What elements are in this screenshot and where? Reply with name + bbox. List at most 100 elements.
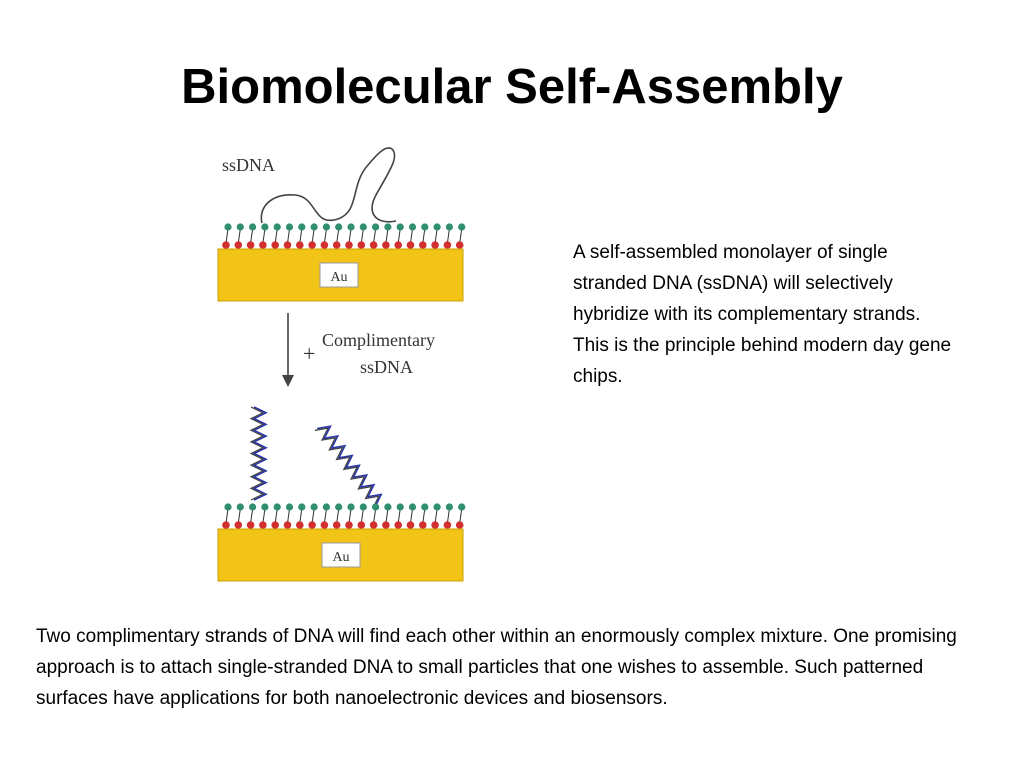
molecule-head (236, 223, 244, 231)
anchor-group (443, 521, 452, 529)
anchor-group (222, 241, 230, 249)
anchor-group (283, 521, 292, 529)
molecule-head (310, 503, 318, 511)
anchor-group (345, 241, 353, 249)
anchor-group (296, 241, 304, 249)
molecule-head (458, 503, 466, 511)
molecule-head (224, 223, 232, 231)
molecule-head (273, 223, 281, 231)
molecule-head (249, 223, 257, 231)
self-assembled-monolayer-top (222, 223, 466, 249)
molecule-tail (348, 228, 352, 244)
molecule-head (347, 223, 355, 231)
molecule-head (458, 223, 466, 231)
molecule-tail (373, 228, 377, 244)
molecule-tail (385, 228, 389, 244)
anchor-group (406, 241, 415, 249)
molecule-tail (237, 228, 241, 244)
molecule-head (335, 223, 343, 231)
anchor-group (382, 521, 390, 529)
molecule-tail (287, 228, 290, 244)
molecule-tail (422, 508, 426, 524)
molecule-head (347, 503, 355, 511)
molecule-tail (311, 508, 315, 524)
molecule-head (236, 503, 244, 511)
molecule-head (408, 503, 417, 511)
anchor-group (308, 241, 316, 249)
molecule-tail (299, 508, 303, 524)
molecule-head (335, 503, 343, 511)
anchor-group (394, 241, 402, 249)
anchor-group (234, 241, 243, 249)
molecule-tail (225, 228, 229, 244)
molecule-tail (287, 508, 290, 524)
anchor-group (455, 521, 464, 529)
anchor-group (308, 521, 316, 529)
molecule-tail (360, 508, 364, 524)
molecule-head (261, 503, 269, 511)
anchor-group (320, 521, 329, 529)
anchor-group (443, 241, 452, 249)
molecule-tail (250, 508, 254, 524)
molecule-head (322, 223, 330, 231)
molecule-head (322, 503, 330, 511)
molecule-tail (434, 508, 438, 524)
anchor-group (332, 241, 341, 249)
molecule-head (396, 223, 404, 231)
molecule-head (408, 223, 417, 231)
molecule-tail (311, 228, 315, 244)
molecule-tail (274, 508, 278, 524)
molecule-tail (410, 228, 413, 244)
plus-symbol: + (303, 341, 315, 366)
anchor-group (332, 521, 341, 529)
molecule-tail (385, 508, 389, 524)
side-description: A self-assembled monolayer of single str… (573, 242, 952, 387)
anchor-group (271, 521, 279, 529)
molecule-head (310, 223, 318, 231)
molecule-head (372, 223, 380, 231)
au-label-bottom: Au (332, 550, 349, 565)
molecule-tail (397, 508, 401, 524)
molecule-head (433, 223, 441, 231)
anchor-group (431, 521, 439, 529)
anchor-group (357, 521, 366, 529)
anchor-group (283, 241, 292, 249)
molecule-head (372, 503, 380, 511)
molecule-head (384, 223, 392, 231)
anchor-group (419, 241, 427, 249)
molecule-tail (237, 508, 241, 524)
molecule-tail (360, 228, 364, 244)
anchor-group (369, 241, 378, 249)
molecule-tail (299, 228, 303, 244)
molecule-tail (262, 508, 266, 524)
anchor-group (394, 521, 402, 529)
dna-self-assembly-diagram: ssDNA Au + Complimentary ssDNA Au (200, 135, 500, 590)
arrow-head-icon (282, 375, 294, 387)
molecule-tail (446, 508, 450, 524)
molecule-head (445, 503, 453, 511)
anchor-group (320, 241, 329, 249)
anchor-group (431, 241, 439, 249)
au-label-box-top (319, 262, 359, 288)
molecule-head (224, 503, 232, 511)
molecule-head (445, 223, 453, 231)
molecule-tail (323, 228, 327, 244)
molecule-tail (434, 228, 438, 244)
anchor-group (296, 521, 304, 529)
molecule-head (396, 503, 404, 511)
au-label-top: Au (330, 270, 347, 285)
ssdna-strand (260, 147, 397, 224)
molecule-tail (323, 508, 327, 524)
molecule-tail (397, 228, 401, 244)
anchor-group (455, 241, 464, 249)
slide-title: Biomolecular Self-Assembly (181, 60, 843, 114)
molecule-tail (262, 228, 266, 244)
molecule-tail (446, 228, 450, 244)
anchor-group (246, 521, 255, 529)
complimentary-ssdna-label: ssDNA (360, 357, 413, 377)
molecule-head (433, 503, 441, 511)
molecule-tail (274, 228, 278, 244)
molecule-tail (422, 228, 426, 244)
molecule-head (421, 503, 429, 511)
anchor-group (271, 241, 279, 249)
